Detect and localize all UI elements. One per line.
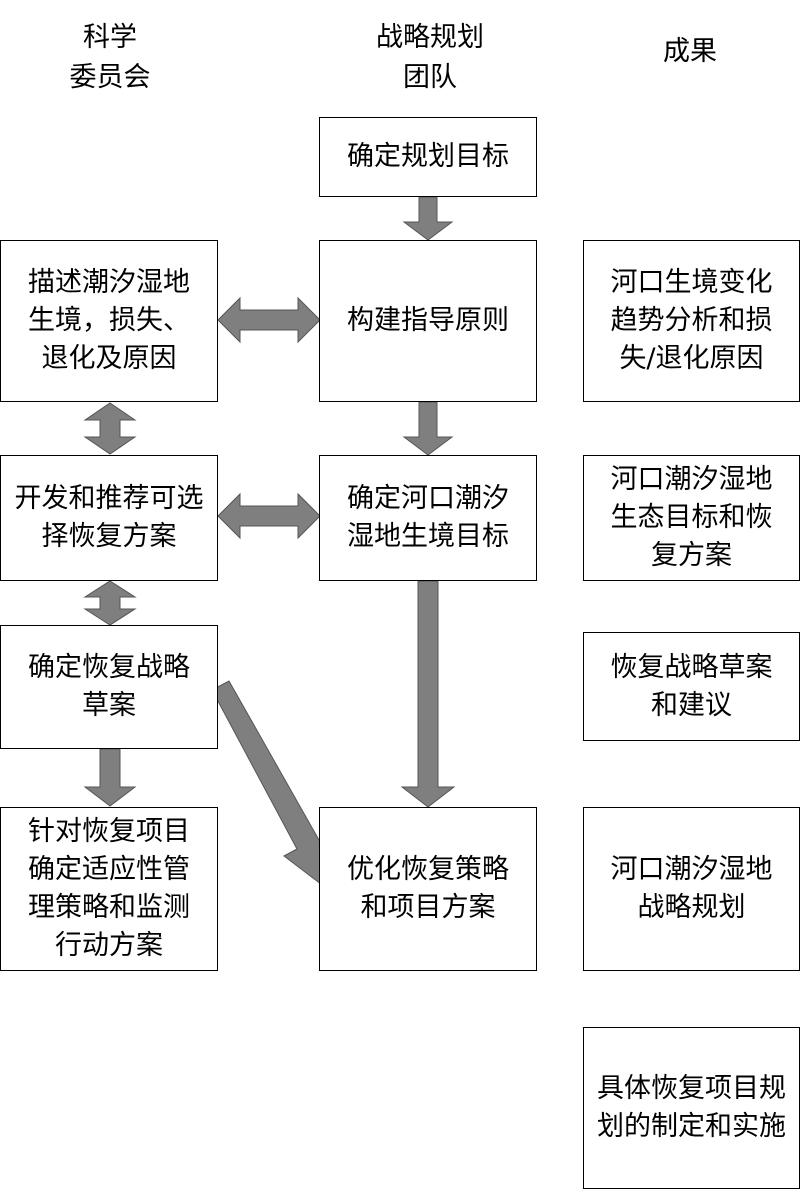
box-estuary-habitat-goals: 确定河口潮汐湿地生境目标 [319, 455, 537, 581]
arrow-diagonal-draft-to-optimize [211, 680, 333, 889]
box-adaptive-management-plan-text: 针对恢复项目确定适应性管理策略和监测行动方案 [28, 816, 190, 961]
header-outcomes: 成果 [663, 36, 717, 67]
arrow-down-habitat-goals-to-optimize [400, 580, 456, 808]
box-guiding-principles: 构建指导原则 [319, 240, 537, 402]
arrow-down-draft-to-adaptive [83, 748, 137, 807]
box-define-planning-goals: 确定规划目标 [319, 117, 537, 197]
box-define-planning-goals-text: 确定规划目标 [347, 141, 509, 172]
arrow-down-goals-to-principles [402, 196, 454, 241]
header-science-committee: 科学 委员会 [69, 22, 151, 93]
box-optimize-strategy-text: 优化恢复策略和项目方案 [347, 854, 509, 923]
outcome-draft-recommendations: 恢复战略草案和建议 [583, 632, 800, 741]
outcome-habitat-trend-analysis-text: 河口生境变化趋势分析和损失/退化原因 [610, 267, 773, 374]
outcome-strategic-plan: 河口潮汐湿地战略规划 [583, 807, 800, 971]
box-optimize-strategy: 优化恢复策略和项目方案 [319, 807, 537, 971]
outcome-ecological-targets-text: 河口潮汐湿地生态目标和恢复方案 [610, 464, 773, 571]
box-develop-alternatives: 开发和推荐可选择恢复方案 [0, 455, 218, 581]
outcome-draft-recommendations-text: 恢复战略草案和建议 [610, 651, 773, 721]
box-adaptive-management-plan: 针对恢复项目确定适应性管理策略和监测行动方案 [0, 807, 218, 971]
outcome-project-planning: 具体恢复项目规划的制定和实施 [583, 1027, 800, 1189]
outcome-habitat-trend-analysis: 河口生境变化趋势分析和损失/退化原因 [583, 240, 800, 402]
box-describe-tidal-wetland-text: 描述潮汐湿地生境，损失、退化及原因 [28, 267, 190, 374]
outcome-strategic-plan-text: 河口潮汐湿地战略规划 [610, 854, 773, 923]
arrow-both-develop-habitat-goals [217, 492, 321, 540]
box-guiding-principles-text: 构建指导原则 [347, 305, 509, 336]
outcome-ecological-targets: 河口潮汐湿地生态目标和恢复方案 [583, 455, 800, 581]
box-draft-restoration-strategy-text: 确定恢复战略草案 [28, 652, 190, 721]
outcome-project-planning-text: 具体恢复项目规划的制定和实施 [597, 1073, 786, 1142]
header-strategic-planning-team: 战略规划 团队 [376, 22, 484, 93]
box-draft-restoration-strategy: 确定恢复战略草案 [0, 625, 218, 749]
arrow-both-describe-principles [217, 296, 321, 344]
arrow-both-describe-develop [83, 402, 137, 455]
box-develop-alternatives-text: 开发和推荐可选择恢复方案 [14, 483, 204, 552]
box-describe-tidal-wetland: 描述潮汐湿地生境，损失、退化及原因 [0, 240, 218, 402]
box-estuary-habitat-goals-text: 确定河口潮汐湿地生境目标 [347, 483, 509, 552]
arrow-both-develop-draft [83, 580, 137, 626]
arrow-down-principles-to-habitat-goals [402, 401, 454, 456]
